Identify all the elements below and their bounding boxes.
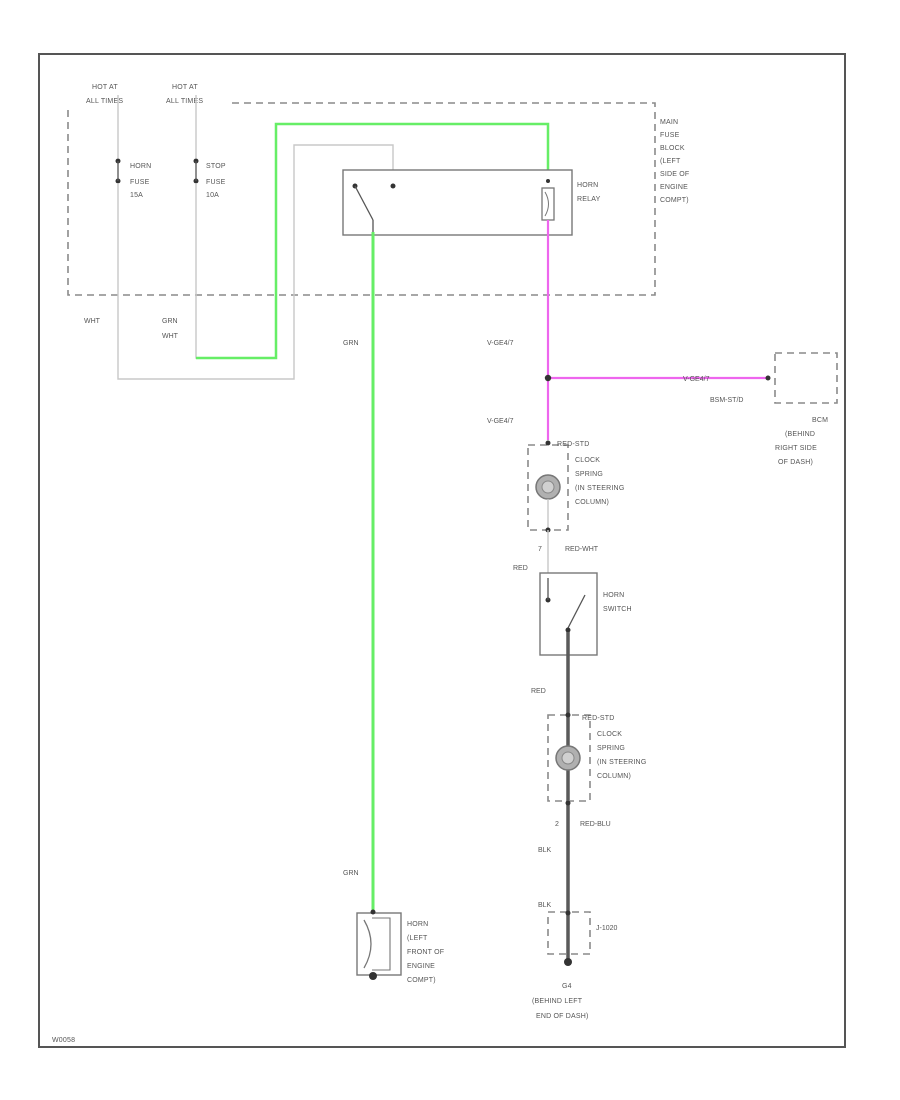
green-feed-wire <box>196 122 550 360</box>
blk-label-2: BLK <box>538 902 552 909</box>
fuse-block-label-2: FUSE <box>660 132 680 139</box>
clock-spring-2-label-3: SPRING <box>597 745 625 752</box>
conn-top-label: V-GE4/7 <box>487 340 514 347</box>
horn-fuse-rating: 15A <box>130 192 143 199</box>
red-label-2: RED <box>531 688 546 695</box>
bcm-label-2: (BEHIND <box>785 431 815 438</box>
clock-spring-1-label-5: COLUMN) <box>575 499 609 506</box>
ground-label-2: (BEHIND LEFT <box>532 998 583 1005</box>
clock-spring-2-conn-label: RED-BLU <box>580 821 611 828</box>
diagram-id: W0058 <box>52 1037 75 1044</box>
clock-spring-1-pin-top <box>545 440 551 446</box>
bcm-label-3: RIGHT SIDE <box>775 445 817 452</box>
wht-wire <box>117 144 394 380</box>
red-label-1: RED <box>513 565 528 572</box>
clock-spring-1-label-1: RED-STD <box>557 441 590 448</box>
horn-relay-label: HORN <box>577 182 598 189</box>
bcm-label-4: OF DASH) <box>778 459 813 466</box>
pin-2-label: 2 <box>555 821 559 828</box>
horn-label-4: ENGINE <box>407 963 435 970</box>
horn-relay-label-b: RELAY <box>577 196 601 203</box>
clock-spring-1-label-2: CLOCK <box>575 457 600 464</box>
ground-connector-box <box>547 911 591 955</box>
hot-at-all-times-label-1: HOT AT <box>92 84 118 91</box>
bcm-box <box>774 352 838 404</box>
clock-spring-1-label-3: SPRING <box>575 471 603 478</box>
horn-fuse <box>115 158 121 184</box>
conn-right-label: V-GE4/7 <box>683 376 710 383</box>
ground-point <box>564 958 572 966</box>
clock-spring-1-label-4: (IN STEERING <box>575 485 624 492</box>
clock-spring-2-label-5: COLUMN) <box>597 773 631 780</box>
stop-fuse-rating: 10A <box>206 192 219 199</box>
horn-label-5: COMPT) <box>407 977 436 984</box>
horn-label-1: HORN <box>407 921 428 928</box>
horn-switch-label-2: SWITCH <box>603 606 632 613</box>
horn-fuse-label-b: FUSE <box>130 179 150 186</box>
magenta-splice <box>544 374 552 382</box>
conn-right-small-label: BSM-ST/D <box>710 397 743 404</box>
clock-spring-2-label-4: (IN STEERING <box>597 759 646 766</box>
fuse-block-label-4: (LEFT <box>660 158 681 165</box>
fuse-block-label-6: ENGINE <box>660 184 688 191</box>
horn-switch-contacts <box>545 578 586 633</box>
fuse-block-label-7: COMPT) <box>660 197 689 204</box>
ground-connector-pin <box>565 910 571 916</box>
ground-label-1: G4 <box>562 983 572 990</box>
clock-spring-2-label-1: RED-STD <box>582 715 615 722</box>
horn-relay-coil <box>541 179 555 221</box>
horn-label-2: (LEFT <box>407 935 428 942</box>
blk-label-1: BLK <box>538 847 552 854</box>
grn-label-top: GRN <box>343 340 359 347</box>
clock-spring-2-label-2: CLOCK <box>597 731 622 738</box>
grn-wht-label: GRN <box>162 318 178 325</box>
red-wht-label: RED-WHT <box>565 546 599 553</box>
grn-wht-label-b: WHT <box>162 333 179 340</box>
fuse-block-label-1: MAIN <box>660 119 678 126</box>
stop-fuse <box>193 158 199 184</box>
bcm-label-1: BCM <box>812 417 828 424</box>
conn-mid-label: V-GE4/7 <box>487 418 514 425</box>
ground-label-3: END OF DASH) <box>536 1013 589 1020</box>
hot-at-all-times-label-2b: ALL TIMES <box>166 98 203 105</box>
stop-fuse-label-b: FUSE <box>206 179 226 186</box>
horn-icon <box>356 909 402 980</box>
ground-connector-label: J-1020 <box>596 925 618 932</box>
grn-wht-wire <box>195 183 276 359</box>
fuse-block-label-5: SIDE OF <box>660 171 689 178</box>
horn-fuse-label: HORN <box>130 163 151 170</box>
wht-label: WHT <box>84 318 101 325</box>
clock-spring-2-pin-bottom <box>565 800 571 806</box>
hot-at-all-times-label-2: HOT AT <box>172 84 198 91</box>
fuse-block-label-3: BLOCK <box>660 145 685 152</box>
main-fuse-block-boundary <box>67 102 656 296</box>
horn-switch-label-1: HORN <box>603 592 624 599</box>
pin-7-label: 7 <box>538 546 542 553</box>
bcm-pin <box>765 375 771 381</box>
stop-fuse-label: STOP <box>206 163 226 170</box>
horn-relay-switch <box>352 183 396 232</box>
diagram-frame <box>38 53 846 1048</box>
horn-label-3: FRONT OF <box>407 949 444 956</box>
clock-spring-2-pin-top <box>565 712 571 718</box>
hot-at-all-times-label-1b: ALL TIMES <box>86 98 123 105</box>
grn-label-bottom: GRN <box>343 870 359 877</box>
horn-relay-box <box>342 169 573 236</box>
